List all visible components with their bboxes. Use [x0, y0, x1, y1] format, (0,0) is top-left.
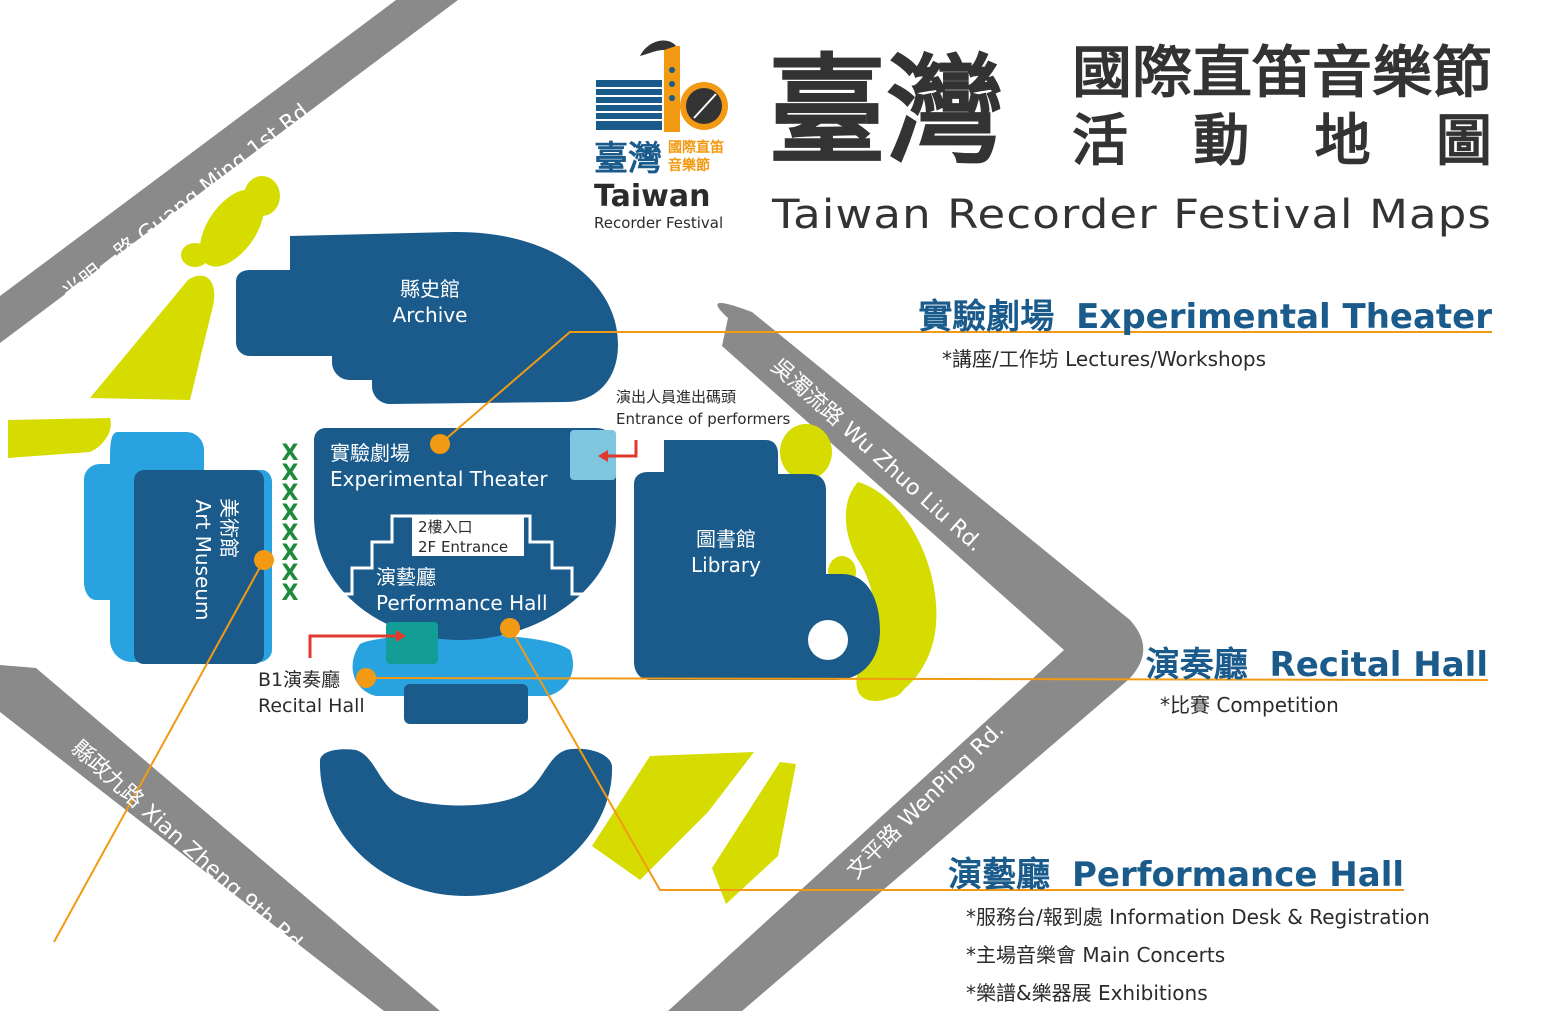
x-marker: X — [282, 561, 299, 586]
road-guangming — [0, 0, 458, 343]
library-label-zh: 圖書館 — [696, 527, 756, 551]
library-courtyard — [808, 620, 848, 660]
art-museum-building — [134, 470, 264, 664]
x-marker: X — [282, 481, 299, 506]
location-dots — [254, 434, 520, 688]
archive-label-zh: 縣史館 — [400, 277, 460, 301]
title-line1-zh: 國際直笛音樂節 — [1072, 41, 1492, 106]
logo-text-zh: 臺灣 — [594, 139, 662, 179]
venue-hall-item-1: *服務台/報到處 Information Desk & Registration — [966, 905, 1430, 929]
entrance-label-en: 2F Entrance — [418, 538, 508, 556]
archive-building — [236, 231, 618, 404]
entrance-arrows — [308, 440, 638, 658]
x-marker: X — [282, 461, 299, 486]
venue-hall-title-zh: 演藝廳 — [948, 855, 1050, 895]
venue-hall: 演藝廳 Performance Hall *服務台/報到處 Informatio… — [948, 855, 1430, 1005]
recital-line — [365, 677, 1489, 681]
venue-recital-title-en: Recital Hall — [1270, 645, 1488, 685]
hall-line — [509, 627, 1404, 891]
logo-text-en-small: Recorder Festival — [594, 214, 723, 232]
title-line2-zh: 活動地圖 — [1072, 109, 1492, 174]
road-xianzheng — [0, 665, 440, 1011]
venue-hall-title: 演藝廳 Performance Hall — [948, 855, 1404, 895]
venue-recital-item: *比賽 Competition — [1160, 693, 1339, 717]
title-main-zh: 臺灣 — [768, 42, 1004, 180]
venue-theater: 實驗劇場 Experimental Theater *講座/工作坊 Lectur… — [918, 297, 1492, 371]
venue-hall-item-2: *主場音樂會 Main Concerts — [966, 943, 1225, 967]
performers-entrance-box — [570, 430, 616, 480]
x-marker: X — [282, 581, 299, 606]
title-en: Taiwan Recorder Festival Maps — [771, 192, 1492, 238]
recital-label-en: Recital Hall — [258, 695, 365, 717]
library-label-en: Library — [691, 553, 761, 577]
performers-label-zh: 演出人員進出碼頭 — [616, 388, 736, 406]
page-title: 臺灣 國際直笛音樂節 活動地圖 Taiwan Recorder Festival… — [768, 41, 1492, 238]
recital-arrow — [308, 634, 400, 658]
theater-line — [439, 331, 1492, 445]
museum-dot — [254, 550, 274, 570]
venue-recital-title-zh: 演奏廳 — [1146, 645, 1248, 685]
venue-recital: 演奏廳 Recital Hall *比賽 Competition — [1146, 645, 1488, 717]
theater-label-zh: 實驗劇場 — [330, 441, 410, 465]
venue-theater-title: 實驗劇場 Experimental Theater — [918, 297, 1492, 337]
connector-lines — [53, 331, 1492, 943]
entrance-label-box — [412, 516, 524, 556]
theater-label-en: Experimental Theater — [330, 467, 548, 491]
museum-line — [53, 559, 265, 943]
performers-arrow — [602, 440, 638, 458]
venue-theater-title-zh: 實驗劇場 — [918, 297, 1054, 337]
library-building — [634, 440, 880, 680]
logo-text-zh-small-1: 國際直笛 — [668, 139, 724, 156]
hall-label-zh: 演藝廳 — [376, 565, 436, 589]
path-markers: X X X X X X X X — [282, 441, 299, 606]
recital-entrance-box — [386, 622, 438, 664]
hall-label-en: Performance Hall — [376, 591, 548, 615]
venue-hall-item-3: *樂譜&樂器展 Exhibitions — [966, 981, 1208, 1005]
venue-theater-item: *講座/工作坊 Lectures/Workshops — [942, 347, 1266, 371]
arrow-heads — [396, 450, 608, 642]
venue-recital-title: 演奏廳 Recital Hall — [1146, 645, 1488, 685]
x-marker: X — [282, 501, 299, 526]
recital-dot — [356, 668, 376, 688]
performers-label-en: Entrance of performers — [616, 410, 790, 428]
archive-label-en: Archive — [393, 303, 468, 327]
logo-icon — [596, 40, 728, 132]
x-marker: X — [282, 521, 299, 546]
x-marker: X — [282, 441, 299, 466]
recital-label-zh: B1演奏廳 — [258, 669, 340, 691]
logo-text-zh-small-2: 音樂節 — [668, 157, 710, 174]
road-label-xianzheng: 縣政九路 Xian Zheng 9th Rd. — [66, 736, 312, 961]
venue-hall-title-en: Performance Hall — [1072, 855, 1404, 895]
theater-dot — [430, 434, 450, 454]
x-marker: X — [282, 541, 299, 566]
museum-label-zh: 美術館 — [217, 498, 241, 558]
road-wuzhuoliu-wenping — [668, 302, 1144, 1011]
festival-logo: 臺灣 國際直笛 音樂節 Taiwan Recorder Festival — [594, 40, 728, 232]
entrance-label-zh: 2樓入口 — [418, 518, 473, 536]
venue-theater-title-en: Experimental Theater — [1076, 297, 1492, 337]
hall-dot — [500, 618, 520, 638]
recital-hall-base — [404, 684, 528, 724]
plaza-arc-building — [319, 748, 613, 896]
logo-text-en: Taiwan — [594, 179, 710, 214]
museum-label-en: Art Museum — [191, 500, 215, 621]
